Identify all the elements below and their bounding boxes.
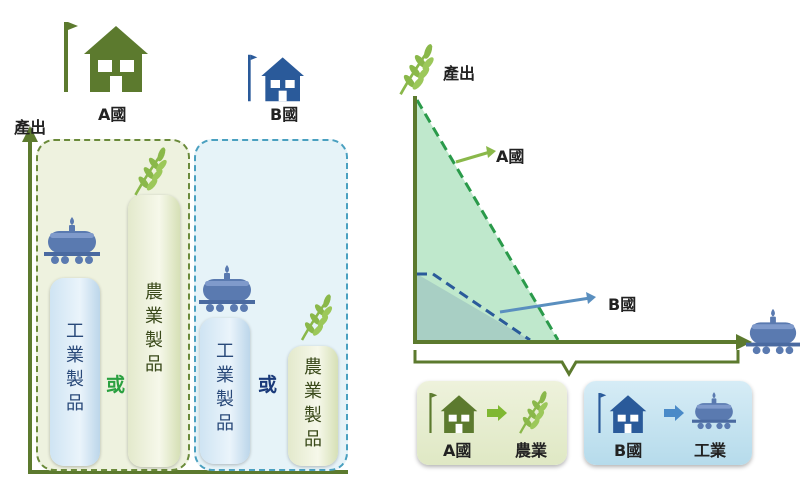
b-agri-bar: 農業製品 — [288, 346, 338, 466]
country-b-label: B國 — [270, 105, 299, 124]
a-industry-bar: 工業製品 — [50, 278, 100, 466]
box-a-wheat-icon — [513, 389, 553, 435]
box-b-country: B國 — [614, 441, 643, 460]
ppf-chart — [413, 96, 752, 377]
b-industry-bar: 工業製品 — [200, 318, 250, 464]
box-b-tanker-icon — [692, 389, 736, 433]
box-a-arrow-icon — [487, 405, 507, 421]
b-ppf-area — [417, 274, 530, 340]
specialization-box-b: B國 工業 — [584, 381, 752, 465]
a-industry-tanker-icon — [44, 212, 100, 270]
box-b-arrow-icon — [664, 405, 684, 421]
b-agri-bar-label: 農業製品 — [304, 357, 322, 450]
ppf-label-b: B國 — [608, 295, 637, 314]
x-axis-tanker-icon — [746, 306, 800, 358]
right-y-axis-label: 產出 — [443, 64, 476, 83]
left-axes — [22, 126, 348, 474]
box-b-specialty: 工業 — [694, 441, 727, 460]
left-y-axis-label: 產出 — [14, 118, 47, 137]
a-agri-wheat-icon — [128, 145, 172, 197]
b-industry-tanker-icon — [199, 262, 255, 316]
box-a-country: A國 — [443, 441, 472, 460]
b-agri-wheat-icon — [296, 292, 336, 342]
y-axis-wheat-icon — [394, 40, 438, 98]
box-b-house-icon — [598, 393, 650, 433]
box-a-specialty: 農業 — [515, 441, 548, 460]
a-or-label: 或 — [106, 374, 126, 396]
box-a-house-icon — [429, 393, 481, 433]
country-a-house-icon — [64, 12, 154, 102]
a-agri-bar: 農業製品 — [128, 195, 180, 467]
ppf-label-a: A國 — [496, 147, 525, 166]
b-ppf-line — [417, 272, 531, 342]
country-a-label: A國 — [98, 105, 127, 124]
a-industry-bar-label: 工業製品 — [66, 321, 84, 414]
b-industry-bar-label: 工業製品 — [216, 341, 234, 434]
specialization-box-a: A國 農業 — [417, 381, 567, 465]
a-agri-bar-label: 農業製品 — [145, 282, 163, 375]
country-b-house-icon — [248, 54, 308, 102]
a-ppf-line — [415, 99, 560, 341]
b-or-label: 或 — [258, 374, 278, 396]
